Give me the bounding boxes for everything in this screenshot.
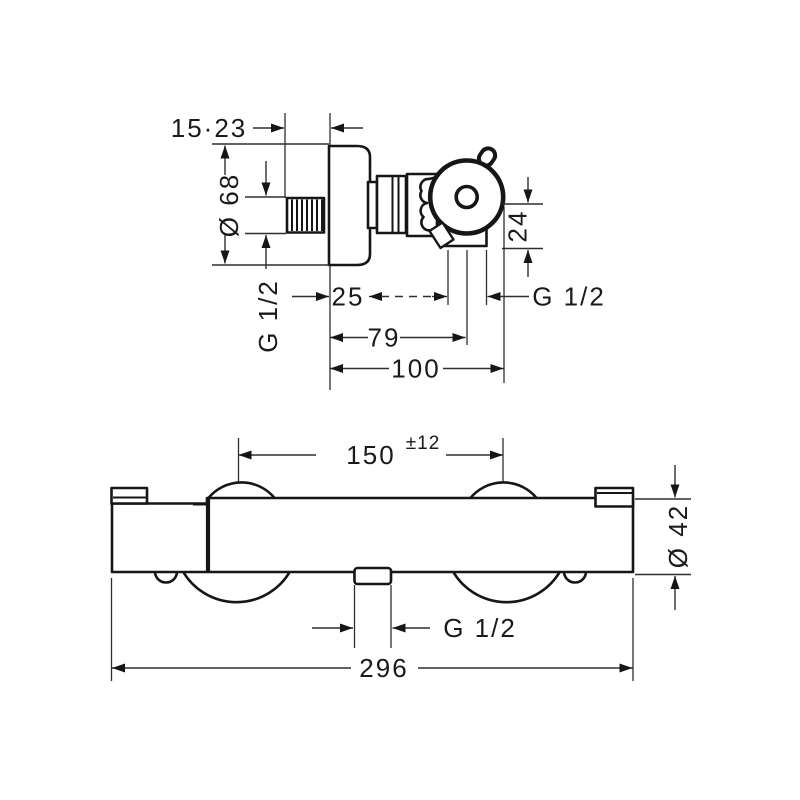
dim-overall-depth: 100 xyxy=(330,354,504,384)
front-extension-lines xyxy=(110,438,634,681)
left-handle-cap xyxy=(110,486,149,505)
dim-label-inlet-thread: G 1/2 xyxy=(253,279,283,353)
dim-label-wall-distance: 15·23 xyxy=(171,113,248,143)
pipe-thread-hatching xyxy=(291,199,323,231)
dim-label-outlet-thread: G 1/2 xyxy=(443,613,517,643)
escutcheon xyxy=(327,144,372,267)
dim-label-outlet-center-depth: 79 xyxy=(368,323,401,353)
dim-label-overall-width: 296 xyxy=(359,653,408,683)
dim-label-inlet-centers-tolerance: ±12 xyxy=(406,433,441,454)
union-nut-facets xyxy=(391,177,400,232)
right-escutcheon-arc xyxy=(451,570,562,604)
outlet-connector xyxy=(428,221,455,250)
side-view: 15·23 Ø 68 G 1/2 25 G 1/2 xyxy=(171,113,606,390)
dim-inlet-centers: 150 ±12 xyxy=(238,433,503,470)
dim-label-overall-depth: 100 xyxy=(391,354,440,384)
left-check-valve-cap xyxy=(153,571,179,584)
handle-hub xyxy=(454,184,480,210)
dim-inlet-thread: G 1/2 xyxy=(245,161,286,353)
dim-overall-width: 296 xyxy=(112,653,633,683)
dim-label-escutcheon-diameter: Ø 68 xyxy=(214,173,244,237)
mixer-bar-body xyxy=(110,496,635,574)
dim-label-outlet-offset: 24 xyxy=(503,210,533,243)
dim-wall-distance: 15·23 xyxy=(171,113,363,143)
dim-ref-lines xyxy=(502,203,543,250)
dim-outlet-center-depth: 79 xyxy=(330,323,466,353)
shower-outlet xyxy=(353,566,393,586)
front-view: 150 ±12 Ø 42 G 1/2 296 xyxy=(110,433,693,683)
dim-escutcheon-depth-row: 25 G 1/2 xyxy=(292,282,606,312)
dim-ref-lines xyxy=(212,143,329,266)
dim-body-diameter: Ø 42 xyxy=(635,465,693,610)
dim-label-escutcheon-depth: 25 xyxy=(332,282,365,312)
left-union-dome xyxy=(206,481,277,500)
dim-label-body-diameter: Ø 42 xyxy=(663,504,693,568)
right-union-dome xyxy=(468,481,539,500)
left-escutcheon-arc xyxy=(181,570,292,604)
dim-escutcheon-diameter: Ø 68 xyxy=(212,143,329,266)
dim-label-outlet-thread: G 1/2 xyxy=(532,282,606,312)
dim-outlet-offset: 24 xyxy=(502,177,543,277)
dim-outlet-thread: G 1/2 xyxy=(312,613,517,643)
right-handle-cap xyxy=(594,486,635,508)
right-check-valve-cap xyxy=(562,571,588,584)
union-ring xyxy=(366,180,379,230)
dim-ref-lines xyxy=(245,196,286,235)
dim-label-inlet-centers: 150 xyxy=(346,440,395,470)
dim-ref-lines xyxy=(635,498,691,576)
